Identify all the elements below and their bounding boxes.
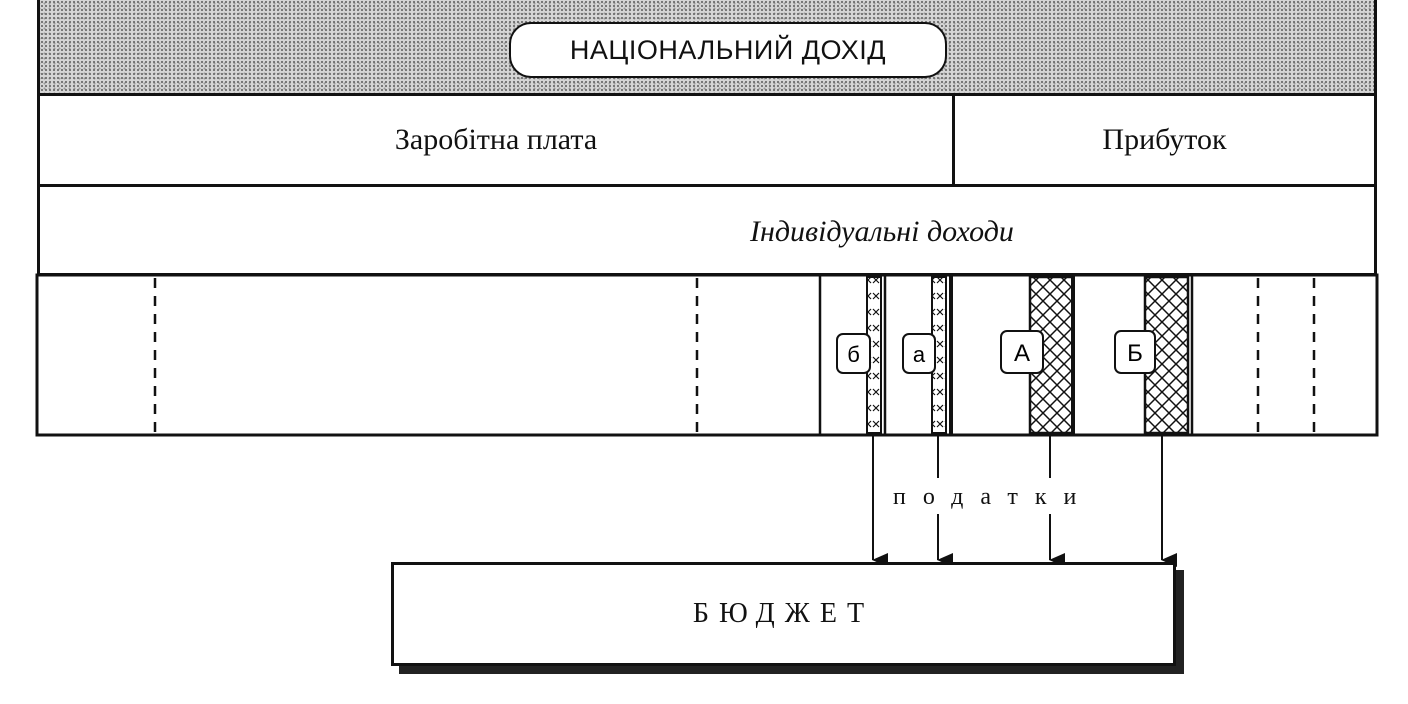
taxes-label: податки (893, 484, 1094, 510)
label-a-small: а (902, 333, 936, 374)
national-income-title: НАЦІОНАЛЬНИЙ ДОХІД (509, 22, 947, 78)
tax-arrows (872, 435, 1177, 567)
svg-text:А: А (1014, 340, 1030, 367)
solid-dividers (818, 275, 1194, 435)
svg-text:б: б (847, 342, 860, 367)
svg-text:а: а (913, 342, 926, 367)
individual-incomes-label: Індивідуальні доходи (750, 215, 1014, 248)
profit-block: Прибуток (952, 93, 1377, 187)
taxes-label-bg (885, 478, 1125, 514)
dashed-dividers (153, 278, 1316, 432)
label-B-big: Б (1114, 330, 1156, 374)
svg-text:Б: Б (1127, 340, 1143, 367)
individual-incomes-block: Індивідуальні доходи (37, 184, 1377, 276)
label-A-big: А (1000, 330, 1044, 374)
budget-block: БЮДЖЕТ (391, 562, 1176, 666)
label-b-small: б (836, 333, 871, 374)
